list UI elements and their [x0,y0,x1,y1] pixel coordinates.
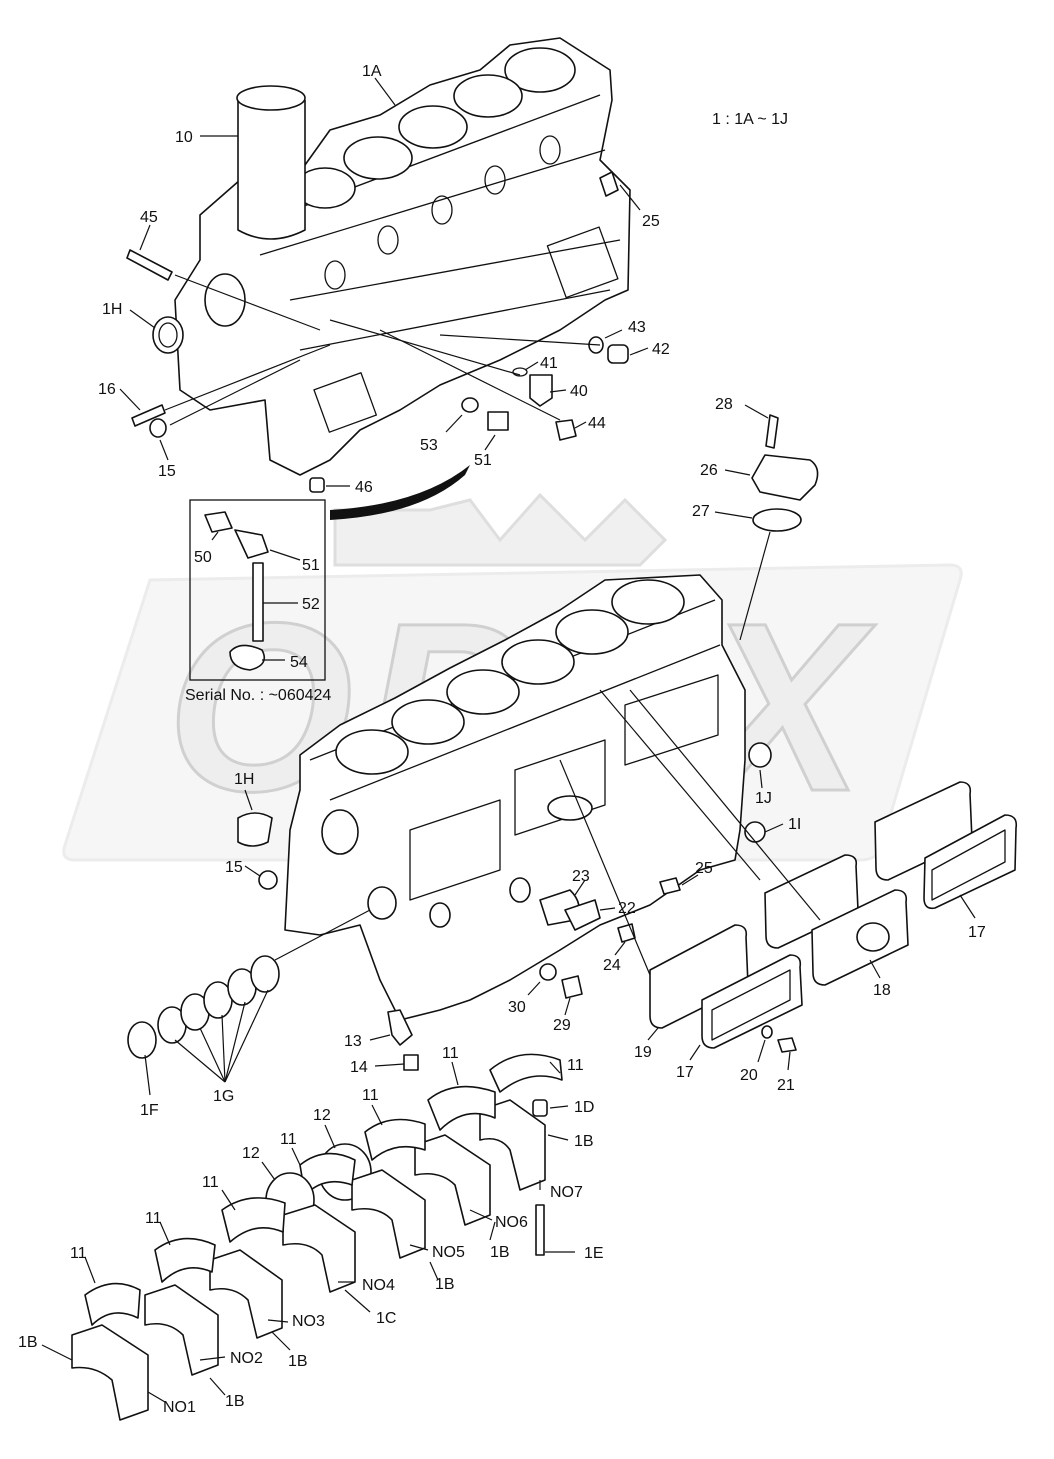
label-16: 16 [98,381,116,398]
label-NO3: NO3 [292,1313,325,1330]
label-18: 18 [873,982,891,999]
label-25: 25 [695,860,713,877]
label-21: 21 [777,1077,795,1094]
label-13: 13 [344,1033,362,1050]
label-11: 11 [362,1087,379,1104]
label-NO5: NO5 [432,1244,465,1261]
assembly-arrow [330,465,470,520]
label-1I: 1I [788,816,801,833]
label-46: 46 [355,479,373,496]
label-28: 28 [715,396,733,413]
label-17: 17 [676,1064,694,1081]
cover-26 [714,404,819,641]
label-1B: 1B [435,1276,455,1293]
engine-block-main [284,574,746,1021]
label-53: 53 [420,437,438,454]
label-17: 17 [968,924,986,941]
label-11: 11 [202,1174,219,1191]
label-12: 12 [313,1107,331,1124]
label-1D: 1D [574,1099,594,1116]
detail-box [189,499,326,681]
label-52: 52 [302,596,320,613]
label-1H: 1H [234,771,254,788]
label-1J: 1J [755,790,772,807]
label-NO1: NO1 [163,1399,196,1416]
label-24: 24 [603,957,621,974]
label-14: 14 [350,1059,368,1076]
label-1F: 1F [140,1102,159,1119]
label-43: 43 [628,319,646,336]
side-covers [649,781,1018,1053]
label-44: 44 [588,415,606,432]
plug-15-top [149,418,167,438]
label-19: 19 [634,1044,652,1061]
bushings-1F-1G [127,909,371,1059]
leader-lines-top [119,77,649,487]
label-1H: 1H [102,301,122,318]
label-1A: 1A [362,63,382,80]
label-15: 15 [158,463,176,480]
label-27: 27 [692,503,710,520]
serial-note: Serial No. : ~060424 [185,687,331,704]
label-23: 23 [572,868,590,885]
label-NO4: NO4 [362,1277,395,1294]
label-22: 22 [618,900,636,917]
label-26: 26 [700,462,718,479]
seal-1H-top [152,316,184,354]
plug-25-top [599,171,619,197]
label-30: 30 [508,999,526,1016]
label-11: 11 [567,1057,584,1074]
label-51: 51 [302,557,320,574]
label-NO7: NO7 [550,1184,583,1201]
label-1B: 1B [288,1353,308,1370]
label-15: 15 [225,859,243,876]
label-45: 45 [140,209,158,226]
label-42: 42 [652,341,670,358]
stud-16 [131,404,166,427]
label-50: 50 [194,549,212,566]
label-11: 11 [442,1045,459,1062]
label-41: 41 [540,355,558,372]
label-51: 51 [474,452,492,469]
label-1B: 1B [225,1393,245,1410]
label-25: 25 [642,213,660,230]
label-12: 12 [242,1145,260,1162]
label-10: 10 [175,129,193,146]
stud-45 [126,249,173,281]
label-11: 11 [70,1245,87,1262]
label-1B: 1B [574,1133,594,1150]
label-54: 54 [290,654,308,671]
assembly-note: 1 : 1A ~ 1J [712,111,788,128]
label-1B: 1B [490,1244,510,1261]
label-11: 11 [145,1210,162,1227]
label-1E: 1E [584,1245,604,1262]
plugs-40-44 [461,336,629,441]
leader-lines-main [144,689,976,1096]
plugs-main [237,742,772,1071]
label-1B: 1B [18,1334,38,1351]
label-NO6: NO6 [495,1214,528,1231]
label-1G: 1G [213,1088,234,1105]
part-labels: 1 : 1A ~ 1J Serial No. : ~060424 1A 10 4… [18,63,986,1416]
label-40: 40 [570,383,588,400]
label-20: 20 [740,1067,758,1084]
label-NO2: NO2 [230,1350,263,1367]
leader-lines-bearings [41,1061,575,1403]
main-bearings [71,1053,563,1421]
label-29: 29 [553,1017,571,1034]
label-1C: 1C [376,1310,396,1327]
label-11: 11 [280,1131,297,1148]
